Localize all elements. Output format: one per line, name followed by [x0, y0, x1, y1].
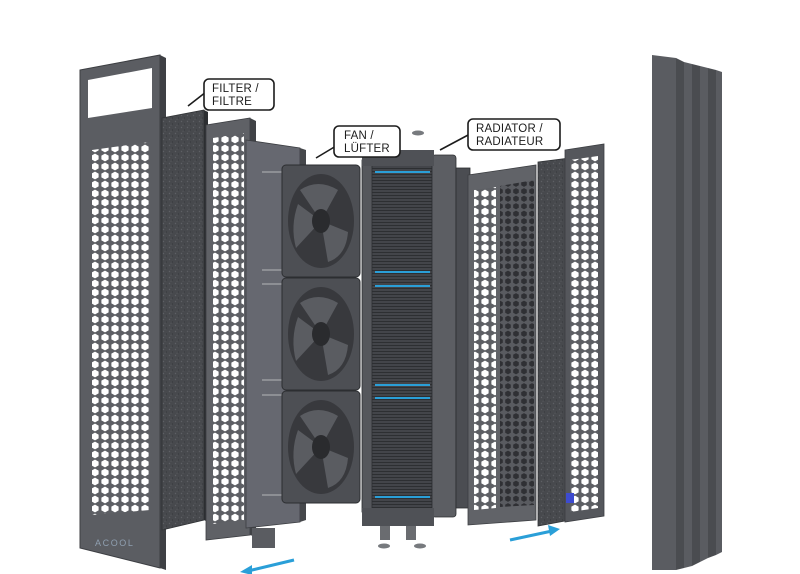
side-panel-right — [652, 55, 722, 570]
label-radiator-line1: RADIATOR / — [476, 123, 543, 135]
front-panel-left: ACOOL — [79, 54, 166, 570]
fan-stack — [281, 164, 361, 504]
radiator — [361, 130, 457, 549]
label-fan-line1: FAN / — [344, 130, 374, 142]
gasket-lines — [375, 171, 430, 498]
direction-arrow-right — [509, 525, 560, 542]
brand-logo-text: ACOOL — [95, 538, 135, 548]
direction-arrow-left — [240, 558, 295, 574]
fan-bottom — [281, 390, 361, 504]
inner-mesh-panel-right — [564, 143, 605, 523]
fan-middle — [281, 277, 361, 391]
label-fan-line2: LÜFTER — [344, 143, 390, 155]
mounting-bracket-right — [467, 164, 537, 526]
label-filter-line1: FILTER / — [212, 83, 259, 95]
fan-top — [281, 164, 361, 278]
callout-fan: FAN / LÜFTER — [315, 125, 401, 159]
callout-radiator: RADIATOR / RADIATEUR — [439, 118, 561, 151]
callout-filter: FILTER / FILTRE — [187, 78, 275, 111]
label-radiator-line2: RADIATEUR — [476, 136, 543, 148]
filter-foam-left — [161, 109, 208, 531]
label-filter-line2: FILTRE — [212, 96, 252, 108]
